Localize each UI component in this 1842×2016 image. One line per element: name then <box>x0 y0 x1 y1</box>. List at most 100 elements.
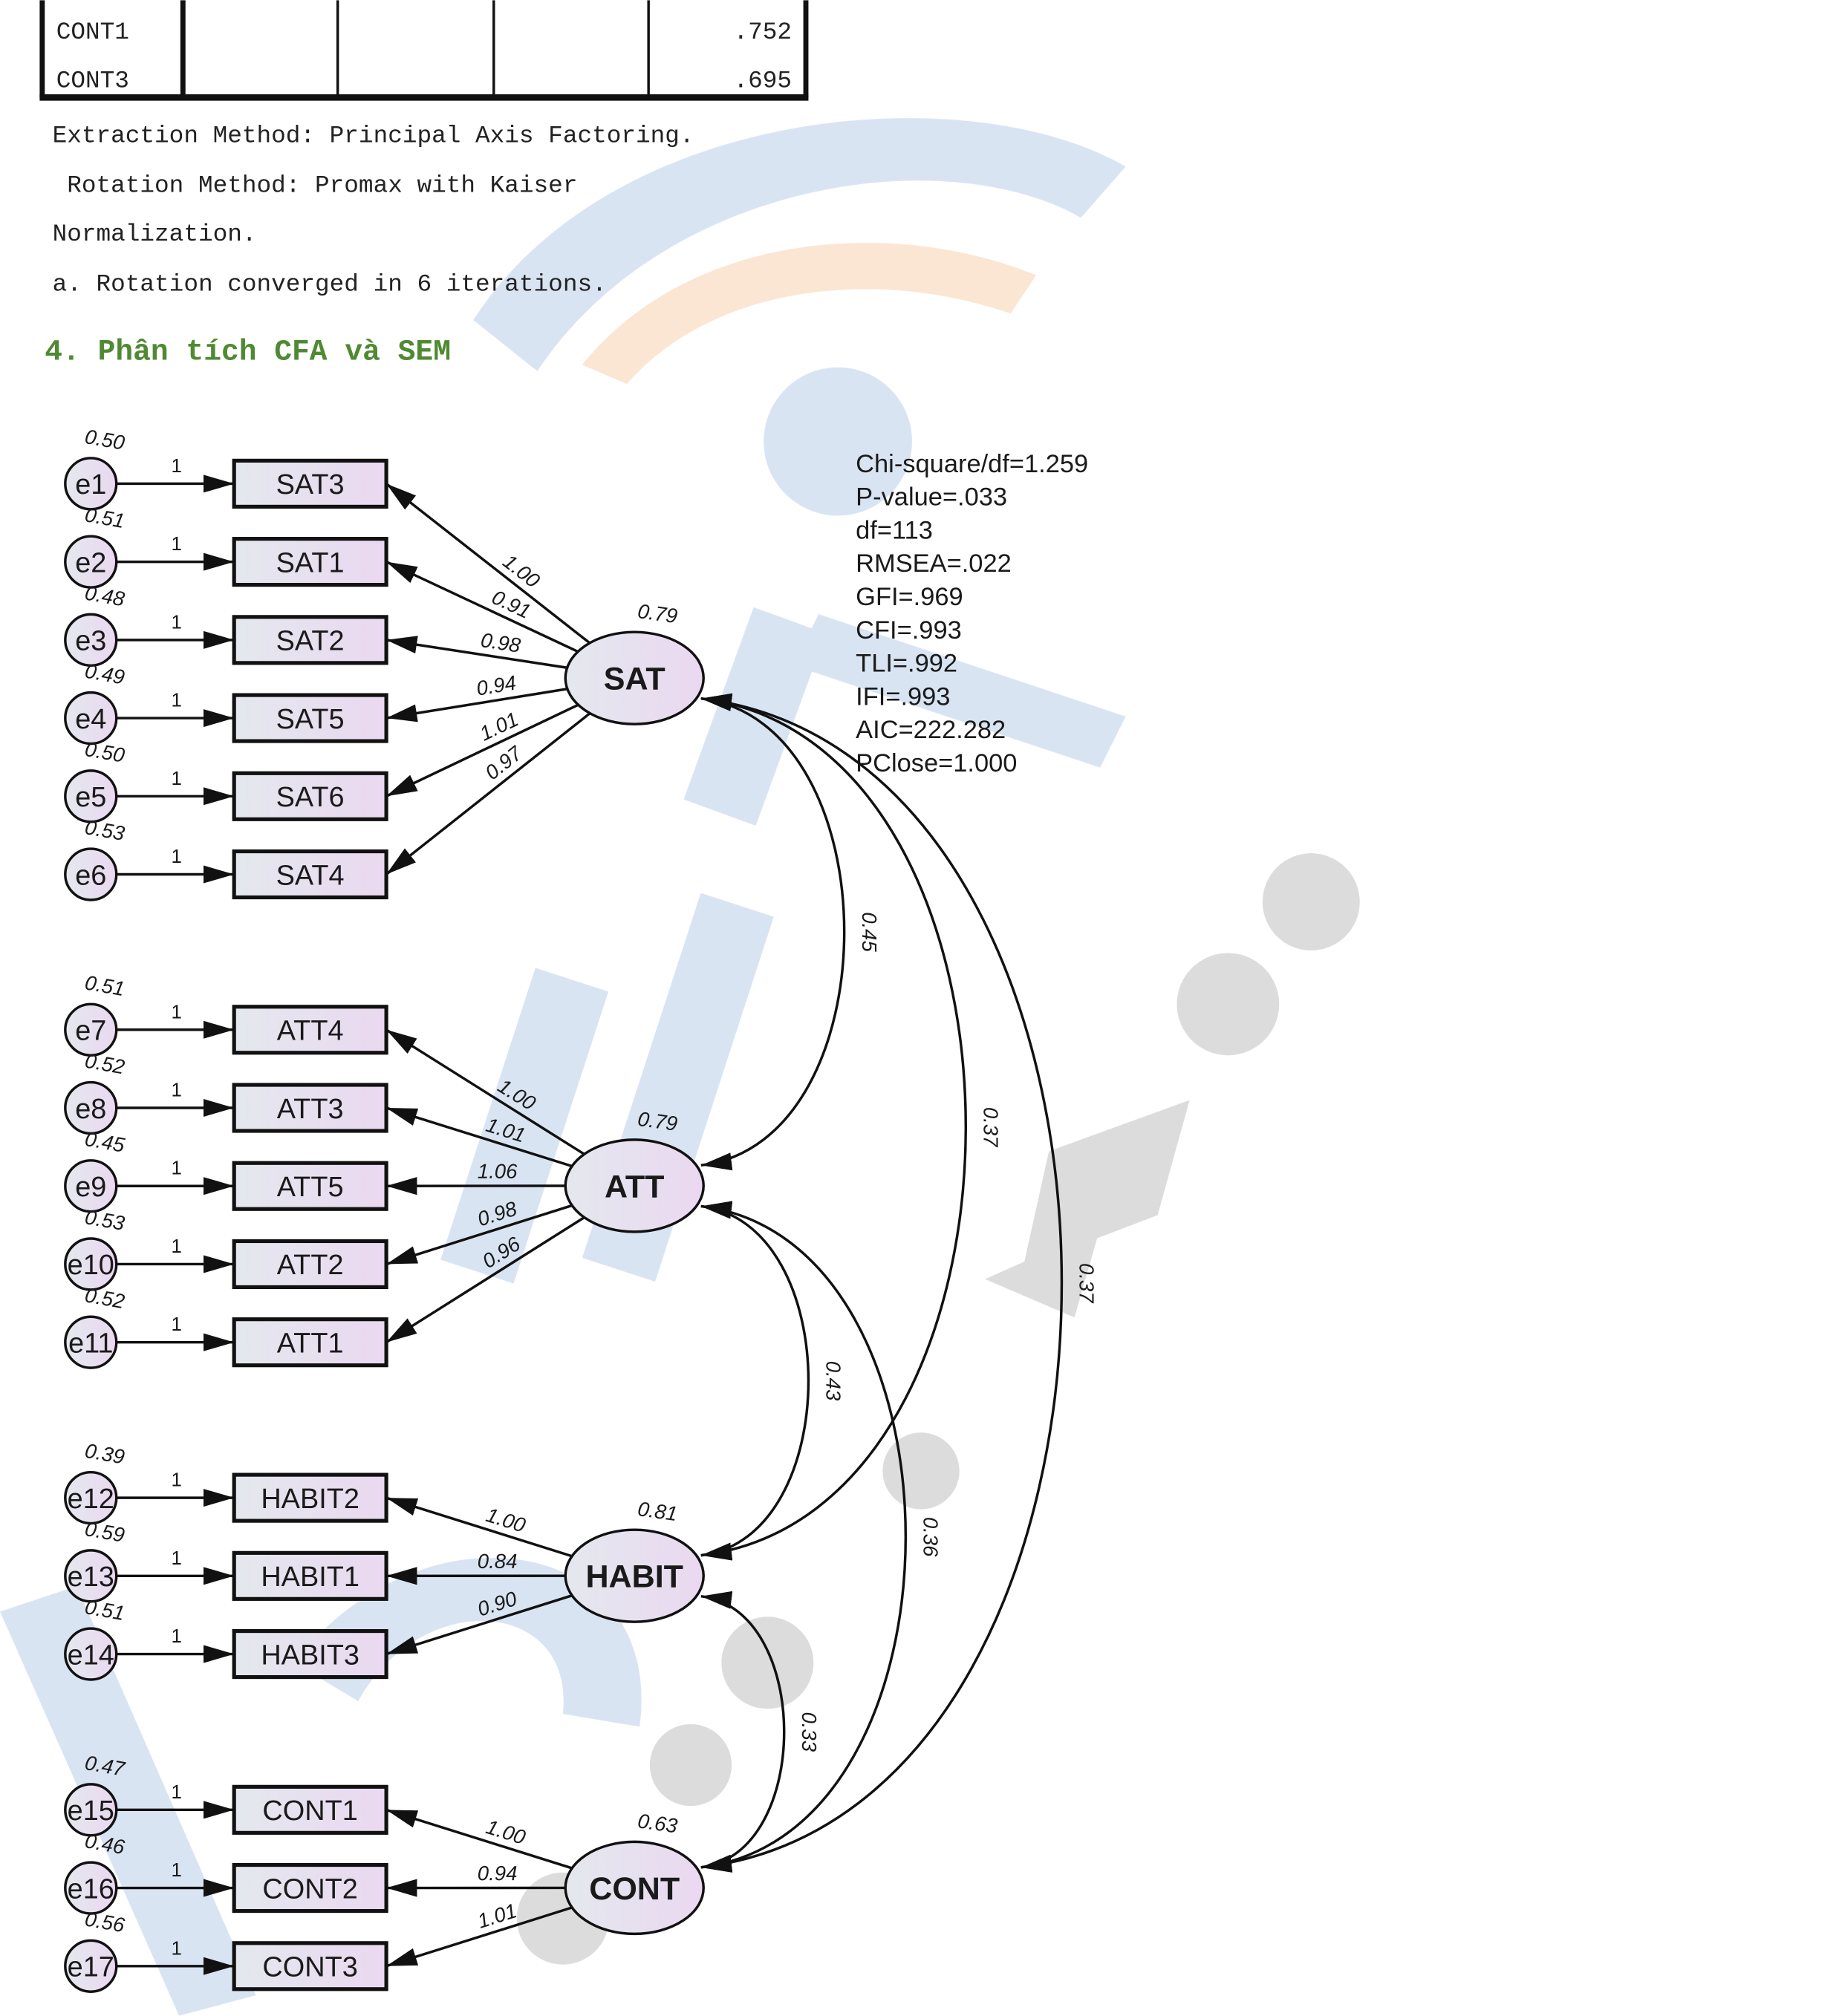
fit-index: Chi-square/df=1.259 <box>856 450 1088 478</box>
observed-variable-label: SAT3 <box>276 469 345 500</box>
loading-label: 1.01 <box>475 1899 519 1933</box>
observed-variable-label: CONT1 <box>262 1795 357 1827</box>
observed-variable-box <box>232 771 388 821</box>
loading-label: 1.00 <box>498 549 544 593</box>
latent-group-att: e70.511ATT41.00e80.521ATT31.01e90.451ATT… <box>64 971 705 1369</box>
normalization-note: Normalization. <box>53 221 257 248</box>
error-path-weight: 1 <box>171 456 181 477</box>
error-term-label: e10 <box>68 1250 114 1281</box>
error-term-label: e9 <box>75 1172 106 1203</box>
observed-variable-box <box>232 1784 388 1835</box>
fit-index: CFI=.993 <box>856 616 962 645</box>
latent-variable-label: CONT <box>589 1871 680 1907</box>
latent-variable-ellipse <box>564 630 705 725</box>
error-path-weight: 1 <box>171 534 181 555</box>
error-term-label: e4 <box>75 704 106 735</box>
loading-arrow <box>385 1594 573 1656</box>
loading-arrow <box>385 1808 573 1870</box>
latent-group-cont: e150.471CONT11.00e160.461CONT20.94e170.5… <box>64 1751 705 1993</box>
covariance-label: 0.37 <box>979 1107 1002 1148</box>
row-label: CONT3 <box>56 68 129 95</box>
error-variance-label: 0.52 <box>83 1283 126 1313</box>
extraction-note: Extraction Method: Principal Axis Factor… <box>53 123 694 150</box>
covariance-att-cont: 0.36 <box>700 1201 942 1873</box>
error-term-label: e2 <box>75 547 106 578</box>
error-term-label: e17 <box>68 1952 114 1983</box>
error-term-label: e8 <box>75 1094 106 1125</box>
error-term-label: e7 <box>75 1016 106 1047</box>
observed-variable-box <box>232 849 388 900</box>
error-path-weight: 1 <box>171 1080 181 1101</box>
error-path-weight: 1 <box>171 691 181 711</box>
loading-arrow <box>385 636 567 669</box>
latent-group-habit: e120.391HABIT21.00e130.591HABIT10.84e140… <box>64 1439 705 1681</box>
observed-variable-box <box>232 1472 388 1523</box>
error-path-weight: 1 <box>171 1860 181 1881</box>
error-term-label: e15 <box>68 1795 114 1827</box>
loading-arrow <box>385 1028 585 1155</box>
factor-loading-table: CONT1 .752 CONT3 .695 <box>39 0 809 101</box>
error-path-weight: 1 <box>171 1938 181 1959</box>
error-variance-label: 0.53 <box>83 1205 127 1235</box>
table-row: CONT3 .695 <box>56 68 792 95</box>
covariance-arrow <box>700 693 967 1561</box>
observed-variable-box <box>232 458 388 509</box>
covariance-att-habit: 0.43 <box>700 1201 845 1561</box>
error-term-label: e5 <box>75 782 106 813</box>
fit-index: PClose=1.000 <box>856 749 1017 777</box>
observed-variable-box <box>232 1083 388 1133</box>
loading-label: 1.06 <box>478 1160 518 1183</box>
error-term-label: e6 <box>75 860 106 891</box>
error-variance-label: 0.45 <box>83 1127 127 1157</box>
latent-variance-label: 0.79 <box>637 1107 679 1135</box>
row-label: CONT1 <box>56 19 129 46</box>
loading-label: 0.91 <box>489 585 535 623</box>
error-term-label: e16 <box>68 1873 114 1905</box>
fit-index: IFI=.993 <box>856 682 950 711</box>
error-path-weight: 1 <box>171 769 181 789</box>
footnote: a. Rotation converged in 6 iterations. <box>53 270 607 298</box>
covariance-arrow <box>700 693 1063 1873</box>
covariance-arrow <box>700 1591 786 1873</box>
observed-variable-box <box>232 1005 388 1055</box>
latent-variable-ellipse <box>564 1528 705 1623</box>
error-path-weight: 1 <box>171 612 181 633</box>
observed-variable-label: SAT1 <box>276 547 345 578</box>
observed-variable-label: SAT4 <box>276 860 345 891</box>
covariance-label: 0.43 <box>822 1361 845 1401</box>
error-term-label: e3 <box>75 626 106 657</box>
covariance-sat-habit: 0.37 <box>700 693 1002 1561</box>
error-variance-label: 0.48 <box>83 581 127 610</box>
latent-variance-label: 0.63 <box>637 1809 680 1837</box>
error-term-label: e1 <box>75 469 106 500</box>
loading-arrow <box>385 1906 573 1968</box>
latent-variable-label: HABIT <box>585 1559 683 1595</box>
fit-index: df=113 <box>856 516 933 544</box>
row-value: .752 <box>734 19 793 46</box>
observed-variable-label: ATT1 <box>277 1328 344 1359</box>
covariance-habit-cont: 0.33 <box>700 1591 821 1873</box>
error-variance-label: 0.50 <box>83 737 127 767</box>
latent-variance-label: 0.81 <box>637 1497 679 1525</box>
observed-variable-label: CONT3 <box>262 1952 357 1983</box>
loading-arrow <box>385 1106 573 1168</box>
observed-variable-box <box>232 1941 388 1991</box>
covariance-label: 0.45 <box>858 912 881 952</box>
error-variance-label: 0.56 <box>83 1907 127 1937</box>
covariance-label: 0.33 <box>798 1712 821 1752</box>
observed-variable-label: SAT5 <box>276 704 345 735</box>
error-variance-label: 0.59 <box>83 1517 126 1547</box>
fit-index: RMSEA=.022 <box>856 549 1012 578</box>
row-value: .695 <box>734 68 793 95</box>
